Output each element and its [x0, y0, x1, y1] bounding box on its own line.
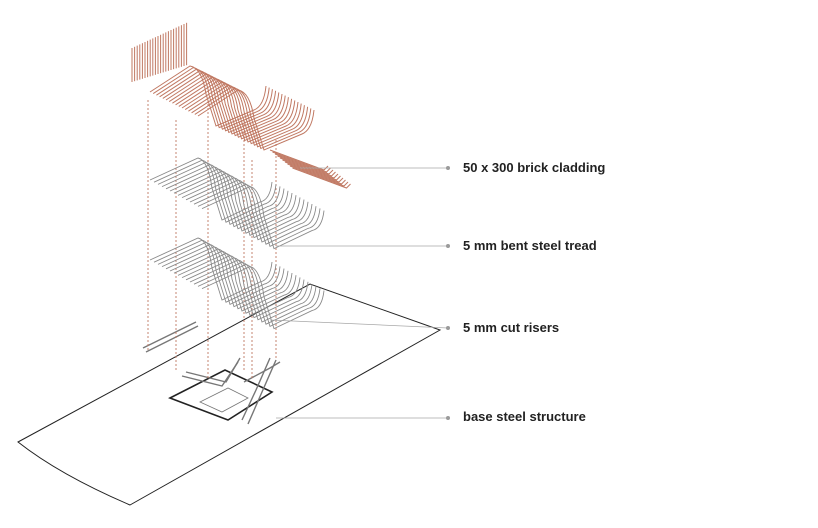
leader-dot-cladding — [446, 166, 450, 170]
cladding-layer — [197, 89, 315, 151]
label-base-steel-structure: base steel structure — [463, 409, 586, 424]
cladding-tread-strip — [272, 151, 331, 173]
alignment-guides — [147, 100, 277, 380]
cladding-tread-strip — [282, 159, 341, 181]
cladding-tread-strip — [279, 157, 339, 179]
cladding-tread-strip — [284, 161, 344, 183]
cladding-tread-strip — [289, 165, 349, 187]
cladding-tread-strip — [274, 153, 334, 175]
slab-opening-inner — [199, 387, 249, 413]
tread-layer — [201, 186, 325, 250]
brick-cladding — [131, 22, 351, 189]
leader-dot-base — [446, 416, 450, 420]
slab-opening — [168, 369, 274, 421]
cut-risers — [149, 237, 325, 330]
bent-steel-tread — [149, 157, 325, 250]
cladding-tread-strip — [287, 163, 346, 185]
leader-lines — [269, 167, 449, 419]
label-cut-risers: 5 mm cut risers — [463, 320, 560, 335]
label-bent-steel-tread: 5 mm bent steel tread — [463, 238, 597, 253]
riser-layer — [201, 266, 325, 330]
leader-dot-tread — [446, 244, 450, 248]
cladding-tread-strip — [277, 155, 336, 177]
base-steel-structure — [142, 321, 281, 425]
leader-dot-risers — [446, 326, 450, 330]
riser-layer — [149, 237, 273, 301]
leader-risers — [269, 319, 449, 329]
cladding-tread-strip — [269, 149, 329, 171]
label-brick-cladding: 50 x 300 brick cladding — [463, 160, 606, 175]
floor-slab — [17, 283, 442, 506]
tread-layer — [149, 157, 273, 221]
cladding-tread-strip — [292, 167, 351, 189]
